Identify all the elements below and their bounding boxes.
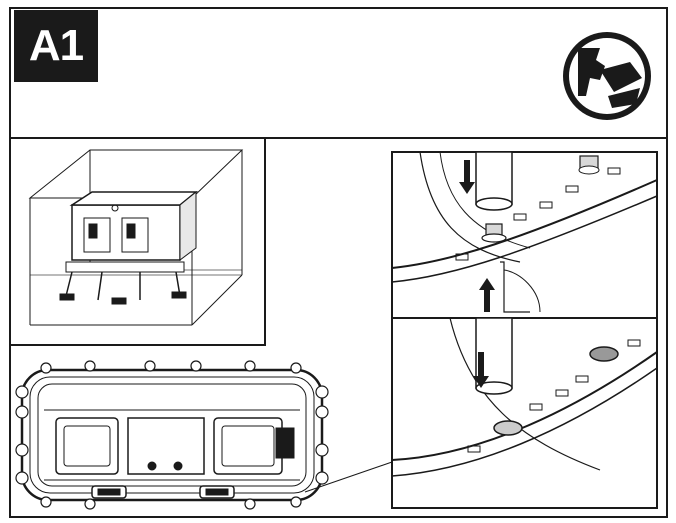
- down-arrow-icon: [459, 160, 475, 194]
- callout-line: [304, 461, 393, 493]
- bolt-installed-arrow-icon: [391, 317, 658, 477]
- step-label: A1: [14, 10, 98, 82]
- detail-frame: [391, 151, 658, 509]
- generator-in-crate-icon: [28, 149, 244, 326]
- generator-base-top-view-icon: [15, 360, 329, 510]
- down-arrow-icon: [473, 352, 489, 388]
- bolt-removal-arrows-icon: [391, 151, 658, 313]
- overview-panel: [9, 137, 266, 346]
- up-arrow-icon: [479, 278, 495, 312]
- top-view-panel: [15, 360, 393, 510]
- detail-after-panel: [391, 317, 658, 477]
- person-with-box-lift-icon: [563, 32, 651, 120]
- detail-before-panel: [391, 151, 658, 313]
